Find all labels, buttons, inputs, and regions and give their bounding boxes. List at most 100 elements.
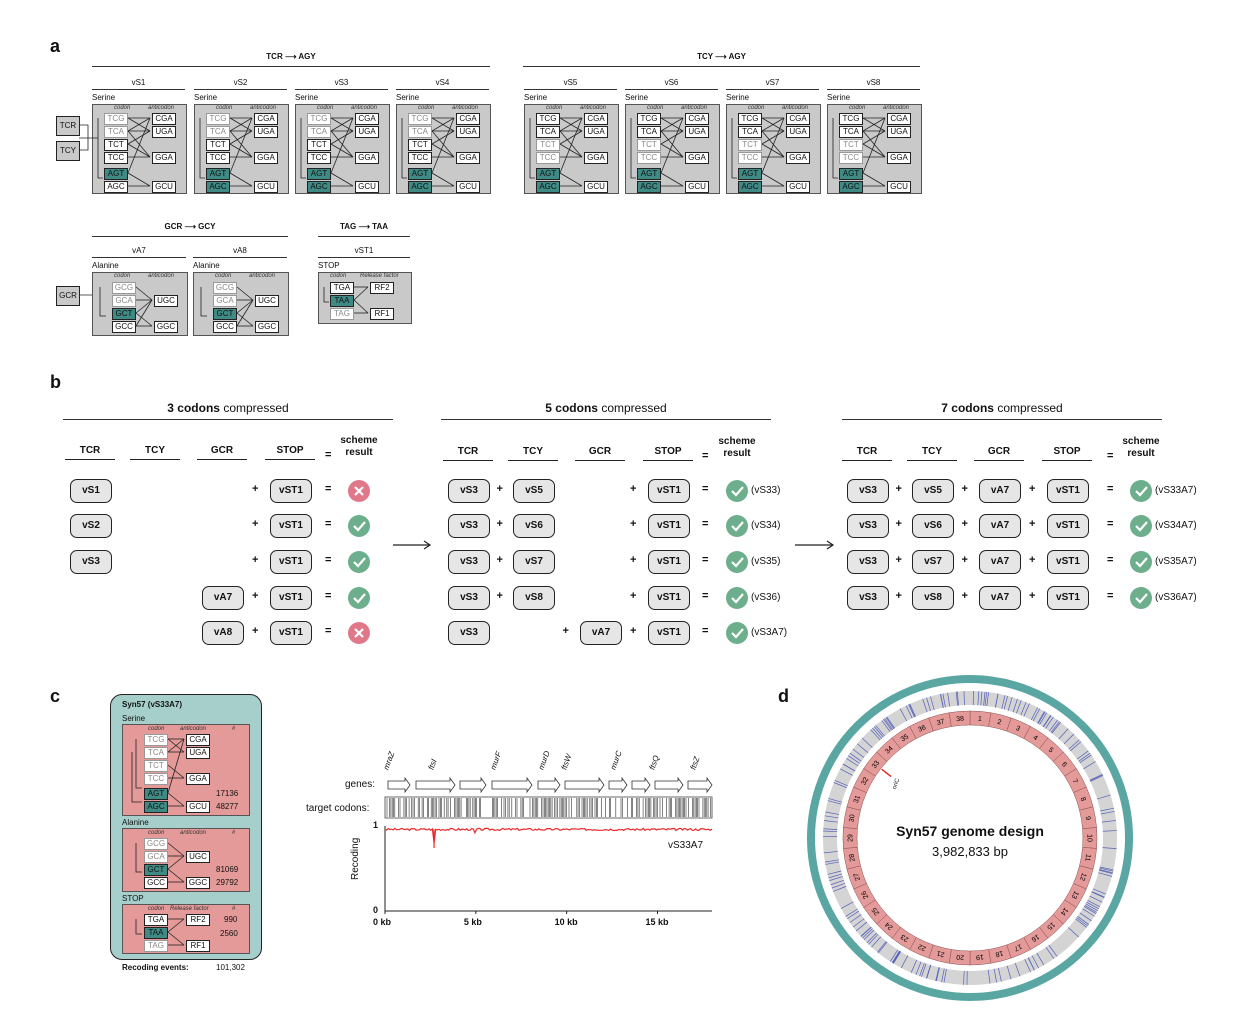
- codon-box-item: TCT: [536, 139, 560, 151]
- gene-tick: [1042, 714, 1052, 728]
- gene-tick: [1032, 708, 1041, 722]
- anticodon-box-item: UGA: [355, 126, 379, 138]
- link-line: [135, 299, 153, 327]
- gene-tick: [943, 968, 947, 983]
- y-axis-label: Recoding: [350, 837, 361, 880]
- amino-acid-label: Serine: [194, 93, 218, 102]
- result-header: scheme result: [718, 436, 756, 459]
- segment-label: 17: [1013, 942, 1023, 952]
- bracket: [99, 287, 106, 317]
- variant-pill: vST1: [1047, 479, 1089, 503]
- gene-tick: [1023, 703, 1030, 717]
- codon-box-item: TCG: [536, 113, 560, 125]
- checkmark-glyph: [731, 593, 744, 604]
- serine-label: Serine: [122, 714, 146, 723]
- link-line: [431, 130, 455, 158]
- link-line: [127, 130, 151, 158]
- codon-box-item: AGT: [104, 168, 128, 180]
- variant-pill: vS6: [513, 514, 555, 538]
- variant-pill: vA7: [979, 479, 1021, 503]
- gene-tick: [939, 693, 944, 708]
- codon-box-item: GCA: [144, 851, 168, 863]
- gene-tick: [1102, 830, 1117, 832]
- codon-box-item: GCA: [213, 295, 237, 307]
- segment-arc: [948, 710, 971, 727]
- variant-rule: [726, 89, 819, 90]
- gene-name: mraZ: [381, 750, 397, 771]
- oric-marker: [881, 768, 892, 778]
- codon-links: [199, 117, 253, 187]
- result-name: (vS34A7): [1155, 520, 1197, 531]
- check-path: [731, 593, 744, 604]
- anticodon-box-item: CGA: [254, 113, 278, 125]
- genes-label: genes:: [345, 779, 376, 790]
- checkmark-glyph: [1135, 593, 1148, 604]
- gene-tick: [1037, 711, 1045, 724]
- gene-tick: [910, 959, 918, 973]
- check-icon: [726, 551, 748, 573]
- check-icon: [348, 551, 370, 573]
- variant-rule: [827, 89, 920, 90]
- variant-pill: vS2: [70, 514, 112, 538]
- anticodon-col-label: anticodon: [452, 105, 479, 111]
- codon-box-item: TCA: [637, 126, 661, 138]
- codon-box-item: TGA: [144, 914, 168, 926]
- variant-rule: [524, 89, 617, 90]
- segment-label: 27: [853, 872, 862, 882]
- variant-pill: vS3: [448, 550, 490, 574]
- variant-name: vS1: [131, 78, 146, 87]
- release-col-label: Release factor: [170, 906, 209, 912]
- check-icon: [726, 515, 748, 537]
- gene-name: ftsQ: [647, 754, 662, 771]
- check-path: [353, 557, 366, 568]
- anticodon-col-label: anticodon: [351, 105, 378, 111]
- plus-sign: +: [630, 590, 637, 602]
- link-line: [660, 172, 684, 187]
- variant-pill: vST1: [270, 479, 312, 503]
- bracket: [300, 118, 306, 179]
- gene-tick: [987, 969, 991, 984]
- panel-a-label: a: [50, 36, 61, 56]
- result-name: (vS33A7): [1155, 485, 1197, 496]
- gene-tick: [846, 910, 860, 920]
- codon-box-item: AGC: [144, 801, 168, 813]
- link-line: [862, 130, 886, 158]
- side-label: TCY: [56, 141, 80, 161]
- equals-header: =: [325, 449, 332, 461]
- link-line: [431, 143, 455, 158]
- section-title-bold: 5 codons: [545, 401, 598, 415]
- codon-links: [99, 286, 153, 327]
- release-factor-item: RF2: [370, 282, 394, 294]
- section-rule: [441, 419, 771, 420]
- gene-tick: [963, 970, 965, 985]
- plus-sign: +: [630, 554, 637, 566]
- section-title: 7 codons compressed: [842, 401, 1162, 415]
- gene-tick: [823, 828, 838, 830]
- codon-links: [832, 117, 886, 187]
- section-title-bold: 3 codons: [167, 401, 220, 415]
- amino-acid-label: Serine: [295, 93, 319, 102]
- gene-tick: [899, 708, 908, 722]
- link-line: [135, 299, 153, 314]
- y-tick-label: 0: [373, 905, 379, 915]
- gene-tick: [827, 800, 842, 805]
- result-name: (vS3A7): [751, 627, 788, 638]
- recoding-events-label: Recoding events:: [122, 963, 189, 972]
- gene-tick: [891, 950, 900, 963]
- codon-box-item: TCG: [637, 113, 661, 125]
- gene-tick: [983, 691, 986, 706]
- gene-tick: [1077, 916, 1089, 925]
- anticodon-box-item: GGA: [456, 152, 480, 164]
- gene-tick: [860, 926, 872, 937]
- plus-sign: +: [496, 483, 503, 495]
- segment-label: 24: [884, 920, 895, 930]
- gene-tick: [832, 886, 847, 892]
- gene-tick: [1091, 891, 1105, 898]
- codon-box-item: TCT: [738, 139, 762, 151]
- codon-box-item: TCC: [206, 152, 230, 164]
- gene-tick: [849, 752, 862, 762]
- equals-sign: =: [325, 483, 332, 495]
- genome-title: Syn57 genome design: [896, 823, 1044, 839]
- plus-sign: +: [496, 554, 503, 566]
- x-path: [354, 628, 364, 638]
